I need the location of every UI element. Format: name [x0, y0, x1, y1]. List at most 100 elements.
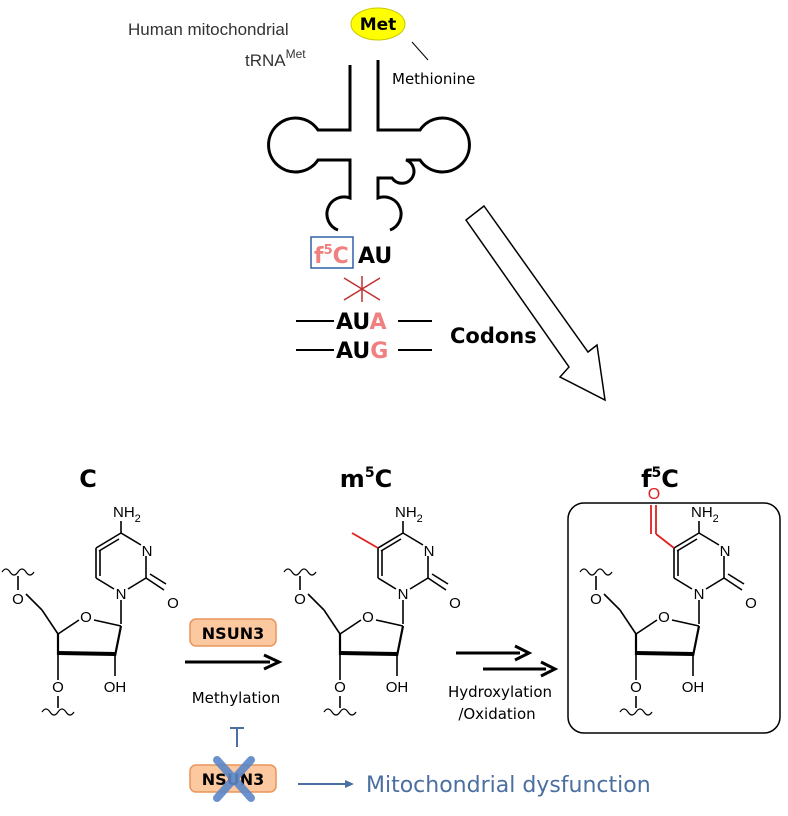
anticodon-box — [310, 236, 354, 269]
c5-c4-inner-bond — [380, 538, 402, 552]
sugar-wedge-bond — [636, 651, 694, 656]
codon-row-1: AUA — [296, 310, 432, 335]
anticodon-f5c: f5C — [314, 243, 349, 269]
methionine-label: Methionine — [392, 70, 475, 88]
o5prime-label: O — [590, 591, 602, 608]
met-badge-label: Met — [360, 15, 397, 35]
c5-c4-bond — [673, 532, 700, 549]
c2-oxygen-label: O — [745, 595, 757, 612]
methionine-leader — [411, 41, 429, 61]
title-f5c: f5C — [641, 465, 679, 493]
hydroxylation-label: Hydroxylation — [448, 683, 552, 701]
o5prime-squiggle-icon — [283, 568, 317, 576]
formyl-oxygen-label: O — [648, 486, 660, 503]
c2-o-bond — [145, 577, 165, 591]
trna-right-strand — [376, 60, 471, 232]
title-c: C — [79, 465, 97, 493]
c2-oxygen-label: O — [167, 595, 179, 612]
o3prime-squiggle-icon — [41, 708, 75, 716]
c5-c4-bond — [377, 532, 404, 549]
o4-ring-label: O — [362, 609, 374, 626]
o3prime-label: O — [630, 679, 642, 696]
codon-1: AUA — [336, 310, 387, 335]
o5prime-squiggle-icon — [579, 568, 613, 576]
c2-c1-bond — [691, 625, 701, 657]
n1-label: N — [694, 586, 705, 603]
trna-cloverleaf — [267, 60, 471, 232]
n3-label: N — [142, 543, 153, 560]
met-badge — [350, 7, 406, 41]
o4-c4-bond — [339, 619, 362, 635]
codon-2: AUG — [336, 339, 388, 364]
zoom-arrow-icon — [464, 204, 606, 402]
methylation-arrow-icon — [185, 653, 283, 671]
o5prime-label: O — [12, 591, 24, 608]
c5-c4-bond — [95, 532, 122, 549]
mismatch-cross-icon — [343, 276, 381, 302]
c5prime-o-bond — [25, 593, 43, 611]
anticodon-au: AU — [358, 244, 392, 269]
o3prime-label: O — [52, 679, 64, 696]
o4-c4-bond — [57, 619, 80, 635]
oxidation-label: /Oxidation — [458, 705, 535, 723]
n3-label: N — [720, 543, 731, 560]
outcome-arrow-icon — [298, 780, 354, 788]
title-m5c: m5C — [340, 465, 392, 493]
formyl-bond — [655, 533, 675, 549]
c1-o4-bond — [375, 619, 404, 627]
c1-o4-bond — [671, 619, 700, 627]
c5-c4-inner-bond — [98, 538, 120, 552]
o3prime-squiggle-icon — [619, 708, 653, 716]
c4-c5prime-bond — [41, 609, 59, 635]
header-line1: Human mitochondrial — [128, 20, 289, 39]
sugar-wedge-bond — [340, 651, 398, 656]
o4-ring-label: O — [80, 609, 92, 626]
n1-label: N — [116, 586, 127, 603]
o5prime-squiggle-icon — [1, 568, 35, 576]
methylation-label: Methylation — [192, 689, 281, 707]
codon-row-2: AUG — [296, 339, 432, 364]
o3prime-squiggle-icon — [323, 708, 357, 716]
c2-o-bond — [427, 577, 447, 591]
c5-c4-inner-bond — [676, 538, 698, 552]
inhibition-bar-icon — [230, 727, 244, 747]
sugar-wedge-bond — [58, 651, 116, 656]
c2-o-bond — [723, 577, 743, 591]
n1-c6-bond — [95, 577, 115, 590]
c1-o4-bond — [93, 619, 122, 627]
nh2-label-n: NH2 — [395, 504, 423, 525]
o4-c4-bond — [635, 619, 658, 635]
c4-n3-bond — [698, 532, 720, 546]
oh-label: OH — [104, 679, 127, 696]
c5prime-o-bond — [603, 593, 621, 611]
nh2-label-n: NH2 — [691, 504, 719, 525]
knockout-cross-icon — [213, 756, 255, 802]
c4-n3-bond — [402, 532, 424, 546]
c4-n3-bond — [120, 532, 142, 546]
nh2-label-n: NH2 — [113, 504, 141, 525]
oh-label: OH — [682, 679, 705, 696]
c2-oxygen-label: O — [449, 595, 461, 612]
c2-c1-bond — [113, 625, 123, 657]
c2-n1-bond — [705, 577, 725, 590]
o3prime-label: O — [334, 679, 346, 696]
c2-o-double-bond — [431, 573, 449, 585]
c2-n1-bond — [127, 577, 147, 590]
trna-left-strand — [267, 65, 352, 232]
o5prime-label: O — [294, 591, 306, 608]
f5c-highlight-box — [567, 502, 781, 734]
c2-o-double-bond — [149, 573, 167, 585]
n1-c6-bond — [673, 577, 693, 590]
c5prime-o-bond — [307, 593, 325, 611]
o4-ring-label: O — [658, 609, 670, 626]
outcome-label: Mitochondrial dysfunction — [366, 773, 651, 798]
c2-c1-bond — [395, 625, 405, 657]
c4-c5prime-bond — [619, 609, 637, 635]
n1-label: N — [398, 586, 409, 603]
c4-c5prime-bond — [323, 609, 341, 635]
c2-n1-bond — [409, 577, 429, 590]
